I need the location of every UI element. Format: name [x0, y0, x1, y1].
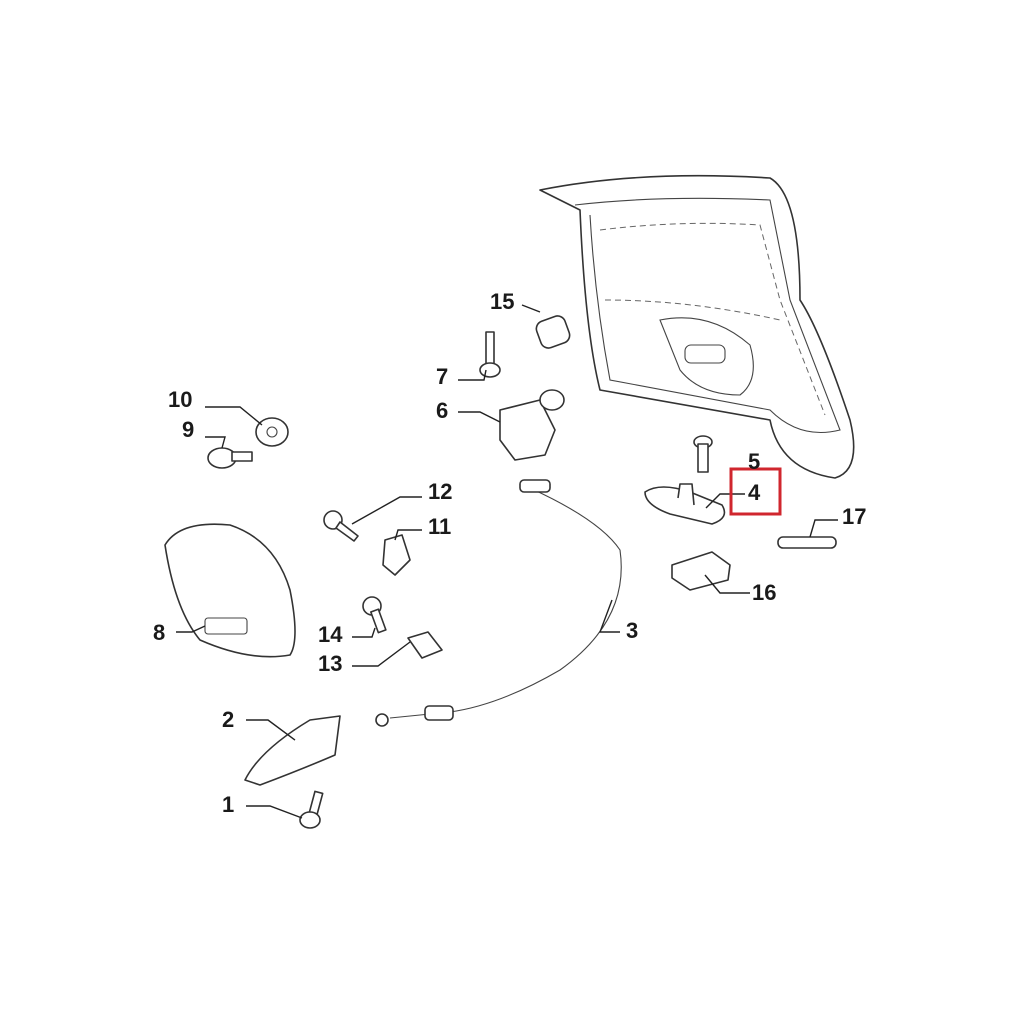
- part-4-striker: [644, 483, 726, 525]
- part-17-seal: [777, 536, 837, 549]
- callout-12[interactable]: 12: [428, 479, 452, 504]
- part-8-trim-cover: [164, 523, 296, 658]
- callout-3[interactable]: 3: [626, 618, 638, 643]
- part-14-bolt: [362, 596, 387, 634]
- callout-13[interactable]: 13: [318, 651, 342, 676]
- callout-6[interactable]: 6: [436, 398, 448, 423]
- callout-10[interactable]: 10: [168, 387, 192, 412]
- callout-17[interactable]: 17: [842, 504, 866, 529]
- part-2-release-handle: [244, 715, 341, 786]
- tailgate-panel: [539, 174, 855, 479]
- highlight-box-part-4: [729, 467, 782, 516]
- part-7-bolt: [479, 331, 501, 378]
- callout-9[interactable]: 9: [182, 417, 194, 442]
- part-16-bracket: [671, 551, 731, 591]
- callout-2[interactable]: 2: [222, 707, 234, 732]
- callout-8[interactable]: 8: [153, 620, 165, 645]
- callout-16[interactable]: 16: [752, 580, 776, 605]
- callout-4[interactable]: 4: [748, 480, 761, 505]
- part-13-nut: [407, 631, 443, 659]
- part-10-grommet: [255, 417, 289, 447]
- callout-11[interactable]: 11: [428, 514, 451, 539]
- part-9-clip: [207, 447, 253, 469]
- part-3-release-cable: [375, 479, 622, 727]
- part-12-screw: [323, 510, 359, 542]
- part-1-bolt: [299, 790, 324, 829]
- leader-lines: [176, 304, 838, 819]
- callout-7[interactable]: 7: [436, 364, 448, 389]
- callout-1[interactable]: 1: [222, 792, 234, 817]
- callout-5[interactable]: 5: [748, 449, 760, 474]
- part-15-bump-stop: [535, 315, 571, 349]
- callout-15[interactable]: 15: [490, 289, 514, 314]
- part-6-lock-cylinder: [499, 389, 565, 461]
- callout-14[interactable]: 14: [318, 622, 343, 647]
- part-11-clip: [382, 534, 411, 576]
- part-5-bolt: [693, 435, 713, 473]
